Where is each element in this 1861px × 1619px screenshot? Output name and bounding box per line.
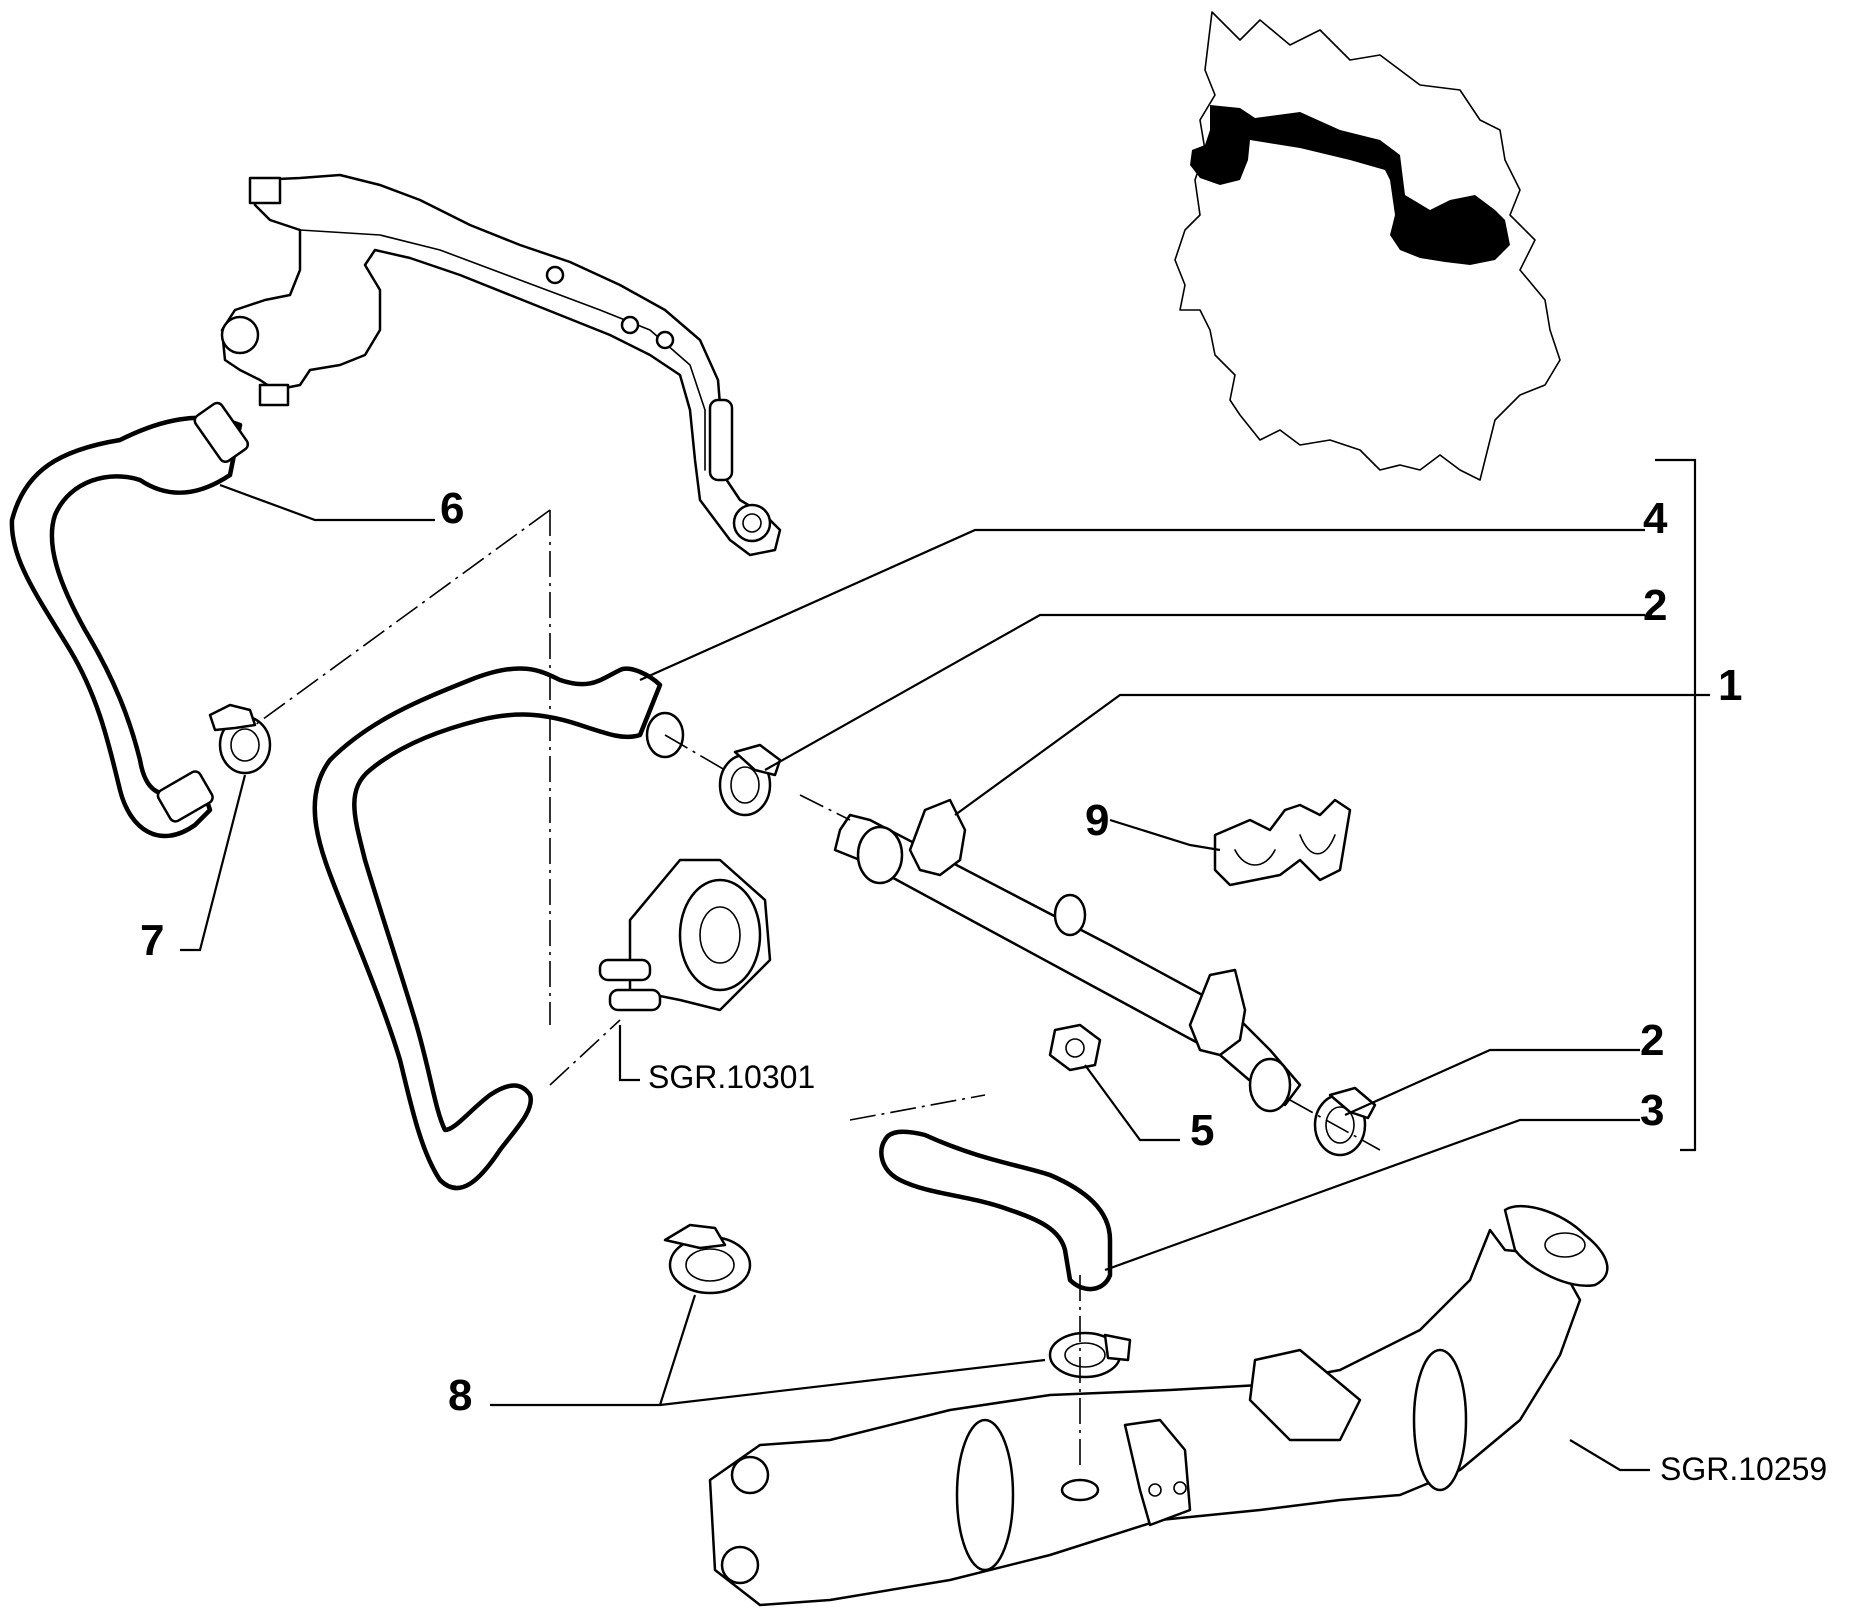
callout-1: 1	[1718, 661, 1742, 710]
oil-cooler	[598, 858, 772, 1012]
engine-silhouette-icon	[1174, 11, 1561, 481]
water-manifold	[220, 173, 782, 557]
callout-labels: 6 4 2 1 9 7 2 3 5 8	[140, 484, 1742, 1420]
hose-4	[312, 666, 685, 1191]
callout-2-lower: 2	[1640, 1016, 1664, 1065]
callout-3: 3	[1640, 1086, 1664, 1135]
clamp-2-lower	[1313, 1086, 1377, 1157]
callout-6: 6	[440, 484, 464, 533]
clip-9	[1213, 798, 1352, 887]
clamp-8-right	[1048, 1331, 1132, 1379]
callout-4: 4	[1643, 494, 1668, 543]
hose-3	[879, 1129, 1113, 1292]
leader-lines	[180, 483, 1710, 1472]
callout-9: 9	[1085, 796, 1109, 845]
hose-6	[9, 401, 250, 839]
nut-5	[1048, 1023, 1102, 1072]
callout-7: 7	[140, 916, 164, 965]
clamp-8-left	[663, 1223, 752, 1295]
assembly-axis-lines	[254, 509, 1381, 1470]
ref-oil-cooler: SGR.10301	[648, 1059, 815, 1095]
callout-8: 8	[448, 1371, 472, 1420]
callout-5: 5	[1190, 1106, 1214, 1155]
group-bracket	[1655, 458, 1697, 1152]
callout-2-upper: 2	[1643, 581, 1667, 630]
clamp-2-upper	[718, 743, 782, 817]
pipe-1	[833, 798, 1302, 1113]
clamp-7	[208, 703, 272, 775]
ref-egr: SGR.10259	[1660, 1451, 1827, 1487]
egr-cooler	[708, 1205, 1609, 1607]
